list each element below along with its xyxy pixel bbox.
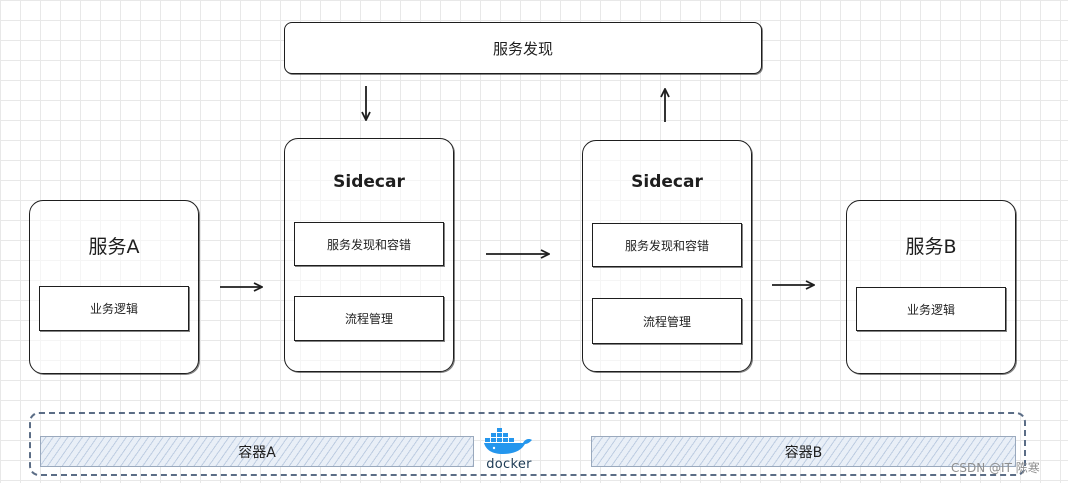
docker-whale-icon bbox=[484, 428, 532, 454]
container-b-label: 容器B bbox=[784, 444, 823, 461]
docker-logo: docker bbox=[483, 425, 535, 473]
docker-host-region bbox=[29, 412, 1026, 476]
sidecar-1-discovery-box: 服务发现和容错 bbox=[294, 222, 444, 266]
docker-logo-text: docker bbox=[486, 457, 532, 472]
watermark: CSDN @IT 陈寒 bbox=[951, 461, 1040, 475]
service-a-title: 服务A bbox=[88, 236, 140, 258]
sidecar-1-title: Sidecar bbox=[333, 172, 405, 192]
service-discovery-box: 服务发现 bbox=[284, 22, 762, 74]
container-b-bar: 容器B bbox=[591, 436, 1016, 467]
service-b-title: 服务B bbox=[905, 236, 957, 258]
service-a-logic-box: 业务逻辑 bbox=[39, 286, 189, 331]
sidecar-2-discovery-box: 服务发现和容错 bbox=[592, 223, 742, 267]
service-discovery-label: 服务发现 bbox=[492, 39, 553, 58]
service-b-logic-box: 业务逻辑 bbox=[856, 287, 1006, 331]
container-a-label: 容器A bbox=[238, 444, 276, 461]
sidecar-2-traffic-box: 流程管理 bbox=[592, 298, 742, 344]
sidecar-2-title: Sidecar bbox=[631, 172, 703, 192]
container-a-bar: 容器A bbox=[40, 436, 474, 467]
sidecar-1-traffic-box: 流程管理 bbox=[294, 296, 444, 341]
